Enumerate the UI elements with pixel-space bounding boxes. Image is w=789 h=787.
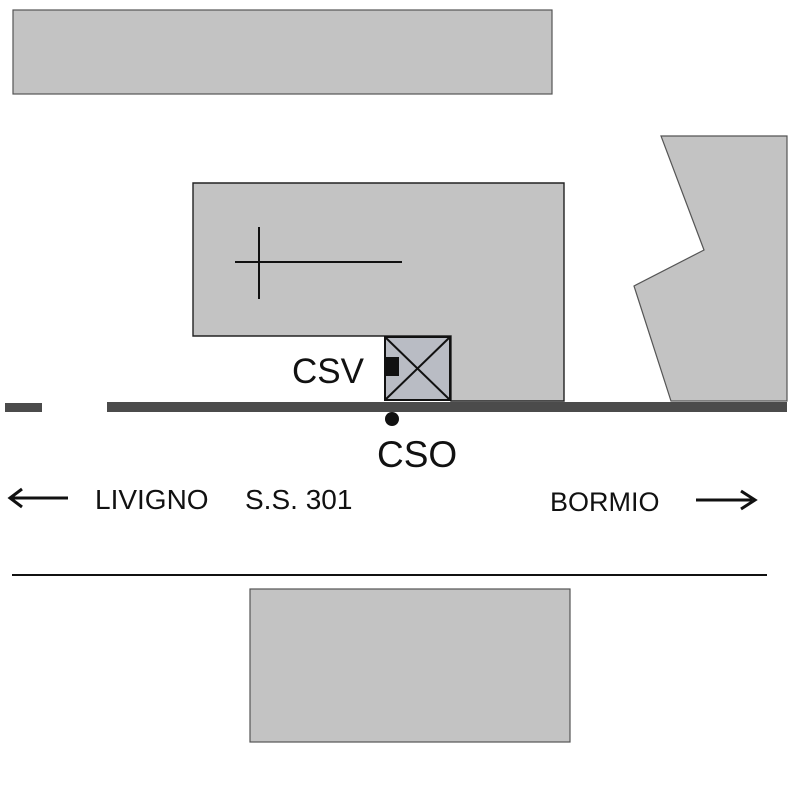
cso-label: CSO: [377, 434, 457, 475]
cross-icon: [235, 227, 402, 299]
filled-circle-icon: [385, 412, 399, 426]
right-destination-label: BORMIO: [550, 487, 660, 517]
csv-sensor-marker: [386, 357, 399, 376]
right-arrow-icon: [696, 489, 758, 511]
left-arrow-icon: [7, 487, 68, 509]
building-central: [192, 182, 565, 402]
road-main-line: [107, 402, 787, 412]
csv-label: CSV: [292, 352, 365, 391]
road-segment-short: [5, 403, 42, 412]
road-name-label: S.S. 301: [245, 484, 352, 515]
building-bottom: [249, 588, 571, 743]
building-top-left: [12, 9, 553, 95]
left-destination-label: LIVIGNO: [95, 484, 209, 515]
building-right: [633, 135, 788, 402]
crossed-box-icon: [384, 336, 451, 401]
